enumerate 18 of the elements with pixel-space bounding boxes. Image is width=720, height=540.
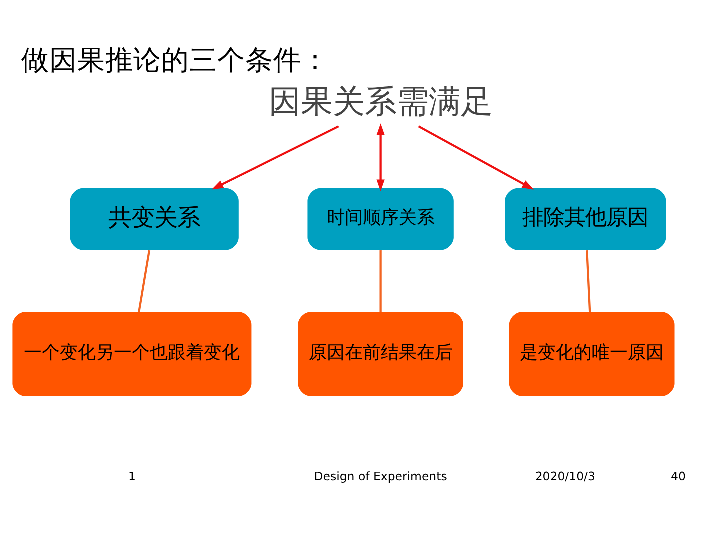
connector bbox=[586, 250, 592, 312]
label: 2020/10/3 bbox=[535, 470, 596, 484]
connector bbox=[138, 250, 151, 312]
node-box: 共变关系 bbox=[70, 188, 239, 250]
label: Design of Experiments bbox=[314, 470, 448, 484]
arrow bbox=[376, 124, 385, 192]
node-box: 一个变化另一个也跟着变化 bbox=[12, 312, 252, 396]
node-box: 时间顺序关系 bbox=[308, 188, 454, 250]
arrow bbox=[212, 126, 340, 190]
connector bbox=[380, 250, 382, 312]
arrow bbox=[418, 126, 534, 190]
node-box: 排除其他原因 bbox=[505, 188, 666, 250]
node-box: 原因在前结果在后 bbox=[298, 312, 464, 396]
label: 40 bbox=[671, 470, 686, 484]
label: 1 bbox=[128, 470, 136, 484]
node-text: 因果关系需满足 bbox=[268, 82, 493, 121]
node-box: 是变化的唯一原因 bbox=[509, 312, 675, 396]
diagram-title: 做因果推论的三个条件： bbox=[21, 44, 330, 77]
